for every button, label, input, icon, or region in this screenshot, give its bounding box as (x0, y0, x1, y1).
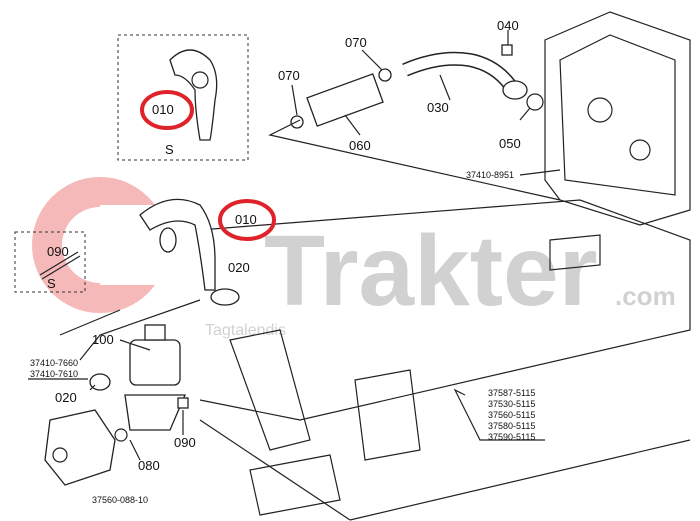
callout-37410-7660: 37410-7660 (30, 358, 78, 368)
inset-s-left: S (47, 276, 56, 291)
callout-37410-8951: 37410-8951 (466, 170, 514, 180)
frame-part-number: 37560-5115 (488, 410, 535, 420)
watermark-tagline: Tagtalendis (205, 322, 286, 339)
callout-010-inset: 010 (152, 102, 174, 117)
callout-050: 050 (499, 136, 521, 151)
frame-part-numbers: 37587-5115 37530-5115 37560-5115 37580-5… (488, 388, 535, 442)
frame-part-number: 37590-5115 (488, 432, 535, 442)
frame-part-number: 37530-5115 (488, 399, 535, 409)
part-030-end (502, 80, 528, 100)
callout-020-b: 020 (55, 390, 77, 405)
callout-030: 030 (427, 100, 449, 115)
callout-090-inset: 090 (47, 244, 69, 259)
part-010 (139, 198, 216, 291)
part-090 (177, 397, 189, 409)
frame-part-number: 37580-5115 (488, 421, 535, 431)
callout-070-b: 070 (345, 35, 367, 50)
part-050 (526, 93, 544, 111)
highlight-010 (218, 199, 276, 241)
drawing-number: 37560-088-10 (92, 495, 148, 505)
inset-s-top: S (165, 142, 174, 157)
inset-box-top (117, 34, 249, 161)
callout-37410-7610: 37410-7610 (30, 369, 78, 379)
part-070-b (378, 68, 392, 82)
watermark: Trakter .com Tagtalendis (205, 215, 676, 339)
transmission-housing (544, 11, 691, 226)
part-020-clamp (89, 373, 111, 391)
inset-box-left (14, 231, 86, 293)
frame-part-number: 37587-5115 (488, 388, 535, 398)
part-080 (114, 428, 128, 442)
callout-040: 040 (497, 18, 519, 33)
watermark-domain: .com (615, 281, 676, 311)
pump (44, 409, 116, 486)
callout-080: 080 (138, 458, 160, 473)
part-100-filter (124, 324, 186, 431)
callout-020: 020 (228, 260, 250, 275)
callout-070-a: 070 (278, 68, 300, 83)
part-010-inset (169, 49, 218, 141)
part-020 (210, 288, 240, 306)
callout-090: 090 (174, 435, 196, 450)
part-040 (501, 44, 513, 56)
highlight-010-inset (140, 90, 194, 130)
callout-010: 010 (235, 212, 257, 227)
frame (199, 199, 691, 521)
callout-060: 060 (349, 138, 371, 153)
part-060 (306, 73, 384, 127)
watermark-brand: Trakter (264, 215, 598, 327)
callout-100: 100 (92, 332, 114, 347)
